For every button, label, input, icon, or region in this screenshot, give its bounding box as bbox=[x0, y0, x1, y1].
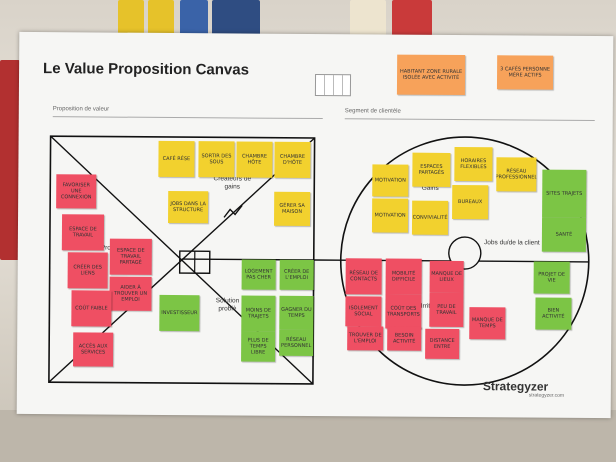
sticky-note-yellow: RÉSEAU PROFESSIONNEL bbox=[496, 157, 537, 192]
shelf-bottom bbox=[0, 410, 616, 462]
sticky-note-yellow: ESPACES PARTAGÉS bbox=[412, 152, 451, 187]
sticky-note-yellow: CONVIVIALITÉ bbox=[411, 200, 449, 235]
sticky-note-pink: COÛT DES TRANSPORTS bbox=[385, 294, 422, 329]
label-gain-creators: Créateurs de gains bbox=[213, 175, 252, 191]
sticky-note-pink: ESPACE DE TRAVAIL PARTAGÉ bbox=[109, 238, 152, 275]
sticky-note-pink: BESOIN ACTIVITÉ bbox=[387, 326, 422, 351]
binder bbox=[0, 60, 20, 260]
sticky-note-pink: TROUVER DE L'EMPLOI bbox=[347, 326, 384, 351]
binder bbox=[180, 0, 208, 36]
label-pain-relievers: Solution problè bbox=[215, 297, 240, 313]
sticky-note-pink: MOBILITÉ DIFFICILE bbox=[385, 258, 422, 295]
sticky-note-green: MOINS DE TRAJETS bbox=[241, 295, 276, 332]
sticky-note-green: BIEN ACTIVITÉ bbox=[535, 297, 572, 330]
sticky-note-green: PROJET DE VIE bbox=[533, 261, 570, 294]
sticky-note-green: RÉSEAU PERSONNEL bbox=[279, 329, 314, 356]
sticky-note-pink: AIDER À TROUVER UN EMPLOI bbox=[109, 276, 152, 311]
sticky-note-pink: ISOLEMENT SOCIAL bbox=[345, 296, 382, 327]
sticky-note-green: CRÉER DE L'EMPLOI bbox=[279, 259, 314, 290]
sticky-note-green: INVESTISSEUR bbox=[159, 294, 200, 332]
sticky-note-pink: CRÉER DES LIENS bbox=[67, 252, 108, 289]
sticky-note-pink: FAVORISER UNE CONNEXION bbox=[56, 174, 97, 209]
sticky-note-pink: MANQUE DE TEMPS bbox=[469, 307, 506, 340]
sticky-note-yellow: CAFÉ RÉSE bbox=[158, 140, 195, 178]
sticky-note-pink: PEU DE TRAVAIL bbox=[429, 292, 464, 328]
sticky-note-green: SANTÉ bbox=[541, 217, 587, 252]
sticky-note-yellow: SORTIR DES SOUS bbox=[198, 141, 235, 178]
sticky-note-yellow: CHAMBRE HÔTE bbox=[236, 141, 273, 178]
sticky-note-yellow: JOBS DANS LA STRUCTURE bbox=[168, 190, 209, 224]
value-proposition-poster: Le Value Proposition Canvas Proposition … bbox=[16, 31, 614, 419]
sticky-note-green: PLUS DE TEMPS LIBRE bbox=[241, 331, 276, 362]
binder bbox=[350, 0, 386, 36]
binder bbox=[118, 0, 144, 36]
sticky-note-pink: COÛT FAIBLE bbox=[71, 290, 112, 327]
sticky-note-green: GAGNER DU TEMPS bbox=[279, 295, 314, 330]
label-customer-jobs: Jobs du/de la client bbox=[484, 239, 540, 247]
sticky-note-pink: MANQUE DE LIEUX bbox=[429, 260, 464, 294]
sticky-note-yellow: MOTIVATION bbox=[372, 164, 409, 197]
strategyzer-logo: Strategyzer bbox=[482, 379, 549, 394]
binder bbox=[212, 0, 260, 36]
sticky-note-green: SITES TRAJETS bbox=[542, 169, 587, 218]
sticky-note-yellow: BUREAUX bbox=[452, 184, 489, 220]
sticky-note-yellow: CHAMBRE D'HÔTE bbox=[274, 141, 311, 178]
sticky-note-pink: ACCÈS AUX SERVICES bbox=[73, 332, 114, 367]
sticky-note-orange: HABITANT ZONE RURALE ISOLÉE AVEC ACTIVIT… bbox=[396, 54, 466, 96]
binder bbox=[148, 0, 174, 36]
strategyzer-url: strategyzer.com bbox=[528, 392, 565, 399]
sticky-note-pink: RÉSEAU DE CONTACTS bbox=[345, 258, 382, 295]
sticky-note-yellow: GÉRER SA MAISON bbox=[273, 191, 311, 226]
sticky-note-yellow: MOTIVATION bbox=[371, 198, 409, 233]
sticky-note-orange: 3 CAFÉS PERSONNE MÈRE ACTIFS bbox=[496, 55, 554, 90]
sticky-note-yellow: HORAIRES FLEXIBLES bbox=[454, 146, 493, 182]
binder bbox=[392, 0, 432, 36]
sticky-note-green: LOGEMENT PAS CHER bbox=[241, 259, 276, 290]
sticky-note-pink: DISTANCE ENTRE bbox=[425, 328, 460, 360]
sticky-note-pink: ESPACE DE TRAVAIL bbox=[61, 214, 105, 251]
